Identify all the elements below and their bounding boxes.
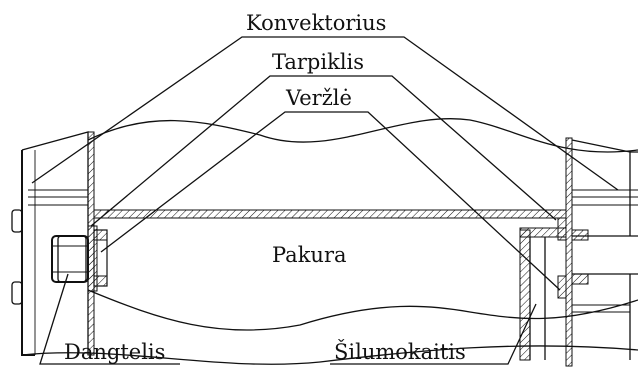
left-door-body [11,131,89,356]
break-lines [21,118,638,365]
silumokaitis-pipe [519,227,638,361]
right-wall-section [565,137,573,367]
left-nut-gasket [87,225,108,292]
label-verzle: Veržlė [285,86,352,110]
label-konvektorius: Konvektorius [246,11,386,35]
label-dangtelis: Dangtelis [64,340,165,364]
label-tarpiklis: Tarpiklis [272,50,364,74]
label-pakura: Pakura [272,243,347,267]
right-nut-gasket [557,217,589,299]
leader-lines [31,36,619,365]
top-plate-section [93,209,567,219]
right-convector-body [571,139,638,360]
label-silumokaitis: Šilumokaitis [334,339,466,364]
dangtelis-cap [51,235,89,283]
